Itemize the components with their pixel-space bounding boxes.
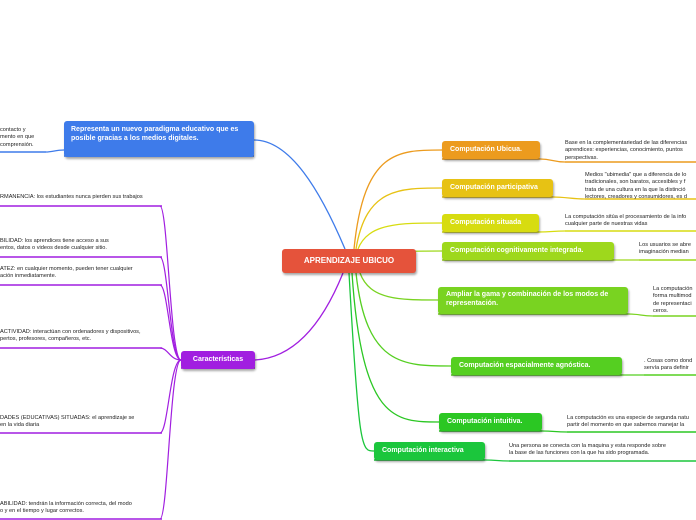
edge-characteristic-4 <box>159 359 182 434</box>
central-topic-label: APRENDIZAJE UBICUO <box>303 256 395 265</box>
edge-right-note-6 <box>541 430 568 433</box>
caracteristicas-label: Características <box>192 356 244 363</box>
note-computacion-situada: La computación sitúa el procesamiento de… <box>565 214 687 228</box>
caracteristicas-topic[interactable]: Características <box>181 351 255 369</box>
edge-right-4 <box>359 272 439 301</box>
edge-characteristic-1 <box>159 256 182 361</box>
characteristic-situadas: DADES (EDUCATIVAS) SITUADAS: el aprendiz… <box>0 415 135 429</box>
note-computacion-ubicua: Base en la complementariedad de las dife… <box>565 140 688 161</box>
edge-right-5 <box>355 272 452 367</box>
edge-right-7 <box>348 272 375 452</box>
node-ampliar-gama[interactable]: Ampliar la gama y combinación de los mod… <box>438 287 628 314</box>
edge-right-note-2 <box>538 230 566 233</box>
note-ampliar-gama: La computación forma multimod de represe… <box>653 286 693 314</box>
edge-right-note-0 <box>539 158 566 163</box>
characteristic-permanencia: RMANENCIA: los estudiantes nunca pierden… <box>0 194 143 200</box>
node-computacion-participativa[interactable]: Computación participativa <box>442 179 553 197</box>
edge-central-paradigm <box>253 139 346 250</box>
note-computacion-participativa: Medios "ubimedia" que a diferencia de lo… <box>585 172 687 200</box>
note-computacion-cognitiva: Los usuarios se abre imaginación median <box>639 242 691 256</box>
paradigm-topic[interactable]: Representa un nuevo paradigma educativo … <box>64 121 254 157</box>
node-computacion-ubicua[interactable]: Computación Ubicua. <box>442 141 540 159</box>
edge-paradigm-note <box>45 149 65 153</box>
edge-right-2 <box>357 222 443 250</box>
edge-characteristic-2 <box>159 284 182 361</box>
characteristic-interactividad: ACTIVIDAD: interactúan con ordenadores y… <box>0 329 141 343</box>
edge-right-1 <box>355 187 443 250</box>
edge-right-note-4 <box>627 313 654 317</box>
node-computacion-interactiva[interactable]: Computación interactiva <box>374 442 485 460</box>
central-topic[interactable]: APRENDIZAJE UBICUO <box>282 249 416 273</box>
note-computacion-intuitiva: La computación es una especie de segunda… <box>567 415 689 429</box>
characteristic-adaptabilidad: ABILIDAD: tendrán la información correct… <box>0 501 132 515</box>
edge-characteristic-0 <box>159 205 182 361</box>
note-computacion-agnostica: . Cosas como dond servía para definir <box>644 358 693 372</box>
characteristic-accesibilidad: BILIDAD: los aprendices tiene acceso a s… <box>0 238 109 252</box>
edge-central-caracteristicas <box>254 272 344 361</box>
edge-right-0 <box>353 149 443 250</box>
edge-right-note-7 <box>484 459 510 462</box>
edge-right-6 <box>351 272 440 423</box>
edge-characteristic-5 <box>159 359 182 520</box>
node-computacion-cognitiva[interactable]: Computación cognitivamente integrada. <box>442 242 614 260</box>
node-computacion-agnostica[interactable]: Computación espacialmente agnóstica. <box>451 357 622 375</box>
paradigm-topic-label: Representa un nuevo paradigma educativo … <box>71 126 239 142</box>
note-computacion-interactiva: Una persona se conecta con la maquina y … <box>509 443 667 457</box>
characteristic-inmediatez: ATEZ: en cualquier momento, pueden tener… <box>0 266 133 280</box>
edge-right-note-1 <box>552 196 586 200</box>
node-computacion-situada[interactable]: Computación situada <box>442 214 539 232</box>
paradigm-note: contacto y mento en que comprensión. <box>0 127 35 148</box>
node-computacion-intuitiva[interactable]: Computación intuitiva. <box>439 413 542 431</box>
